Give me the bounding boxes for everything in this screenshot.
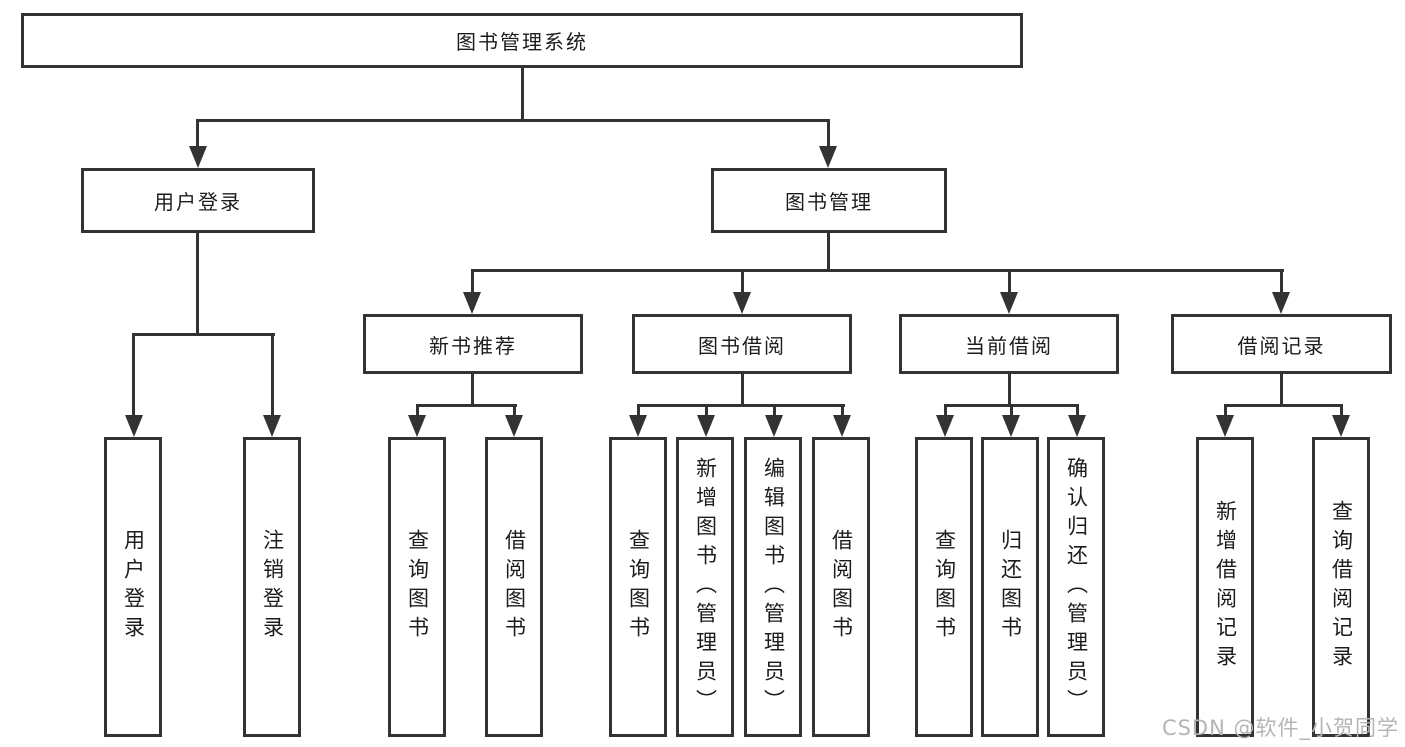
arrowhead-down-icon [463,292,481,314]
connector-line [1224,404,1227,417]
leaf-query-books-borrow: 查询图书 [609,437,667,737]
leaf-borrow-books-label: 借阅图书 [829,529,854,645]
connector-line [1010,404,1013,417]
connector-line [471,269,474,294]
arrowhead-down-icon [697,415,715,437]
node-current-borrow-label: 当前借阅 [965,333,1053,358]
leaf-borrow-books-recommend-label: 借阅图书 [502,529,527,645]
node-new-book-recommend-label: 新书推荐 [429,333,517,358]
connector-line [196,119,199,148]
connector-line [1280,269,1283,294]
leaf-query-borrow-record: 查询借阅记录 [1312,437,1370,737]
arrowhead-down-icon [189,146,207,168]
connector-line [637,404,845,407]
leaf-logout: 注销登录 [243,437,301,737]
connector-line [513,404,516,417]
node-user-login-label: 用户登录 [154,190,242,214]
leaf-query-books-recommend-label: 查询图书 [405,529,430,645]
leaf-borrow-books: 借阅图书 [812,437,870,737]
arrowhead-down-icon [765,415,783,437]
leaf-add-book-admin-label: 新增图书（管理员） [693,456,718,718]
connector-line [773,404,776,417]
leaf-logout-label: 注销登录 [260,529,285,645]
connector-line [416,404,419,417]
arrowhead-down-icon [263,415,281,437]
node-book-borrow: 图书借阅 [632,314,852,374]
connector-line [196,119,830,122]
leaf-confirm-return-admin-label: 确认归还（管理员） [1064,456,1089,718]
connector-line [1280,374,1283,407]
node-book-management: 图书管理 [711,168,947,233]
connector-line [741,269,744,294]
connector-line [132,333,135,417]
arrowhead-down-icon [1068,415,1086,437]
leaf-borrow-books-recommend: 借阅图书 [485,437,543,737]
node-borrow-records-label: 借阅记录 [1237,333,1326,358]
arrowhead-down-icon [125,415,143,437]
node-root: 图书管理系统 [21,13,1023,68]
leaf-confirm-return-admin: 确认归还（管理员） [1047,437,1105,737]
connector-line [471,269,1284,272]
node-new-book-recommend: 新书推荐 [363,314,583,374]
leaf-edit-book-admin: 编辑图书（管理员） [744,437,802,737]
leaf-add-borrow-record-label: 新增借阅记录 [1213,500,1238,674]
node-book-management-label: 图书管理 [785,190,873,214]
node-book-borrow-label: 图书借阅 [698,333,786,358]
connector-line [741,374,744,407]
connector-line [1224,404,1343,407]
arrowhead-down-icon [936,415,954,437]
leaf-query-books-current-label: 查询图书 [932,529,957,645]
arrowhead-down-icon [505,415,523,437]
arrowhead-down-icon [819,146,837,168]
node-current-borrow: 当前借阅 [899,314,1119,374]
leaf-return-books-label: 归还图书 [998,529,1023,645]
connector-line [827,233,830,272]
connector-line [416,404,517,407]
leaf-query-books-borrow-label: 查询图书 [626,529,651,645]
connector-line [471,374,474,407]
arrowhead-down-icon [1332,415,1350,437]
leaf-user-login: 用户登录 [104,437,162,737]
arrowhead-down-icon [1272,292,1290,314]
arrowhead-down-icon [1216,415,1234,437]
connector-line [827,119,830,148]
arrowhead-down-icon [833,415,851,437]
connector-line [1008,269,1011,294]
arrowhead-down-icon [629,415,647,437]
leaf-edit-book-admin-label: 编辑图书（管理员） [761,456,786,718]
csdn-watermark: CSDN @软件_小贺同学 [1161,716,1399,740]
connector-line [705,404,708,417]
connector-line [271,333,274,417]
leaf-query-books-current: 查询图书 [915,437,973,737]
connector-line [521,68,524,122]
arrowhead-down-icon [1000,292,1018,314]
connector-line [637,404,640,417]
connector-line [132,333,275,336]
leaf-add-borrow-record: 新增借阅记录 [1196,437,1254,737]
node-user-login: 用户登录 [81,168,315,233]
leaf-return-books: 归还图书 [981,437,1039,737]
connector-line [196,233,199,336]
node-root-label: 图书管理系统 [456,30,588,54]
arrowhead-down-icon [408,415,426,437]
node-borrow-records: 借阅记录 [1171,314,1392,374]
leaf-query-borrow-record-label: 查询借阅记录 [1329,500,1354,674]
leaf-user-login-label: 用户登录 [121,529,146,645]
connector-line [1008,374,1011,407]
connector-line [1076,404,1079,417]
connector-line [1340,404,1343,417]
connector-line [841,404,844,417]
leaf-query-books-recommend: 查询图书 [388,437,446,737]
arrowhead-down-icon [1002,415,1020,437]
connector-line [944,404,947,417]
leaf-add-book-admin: 新增图书（管理员） [676,437,734,737]
arrowhead-down-icon [733,292,751,314]
